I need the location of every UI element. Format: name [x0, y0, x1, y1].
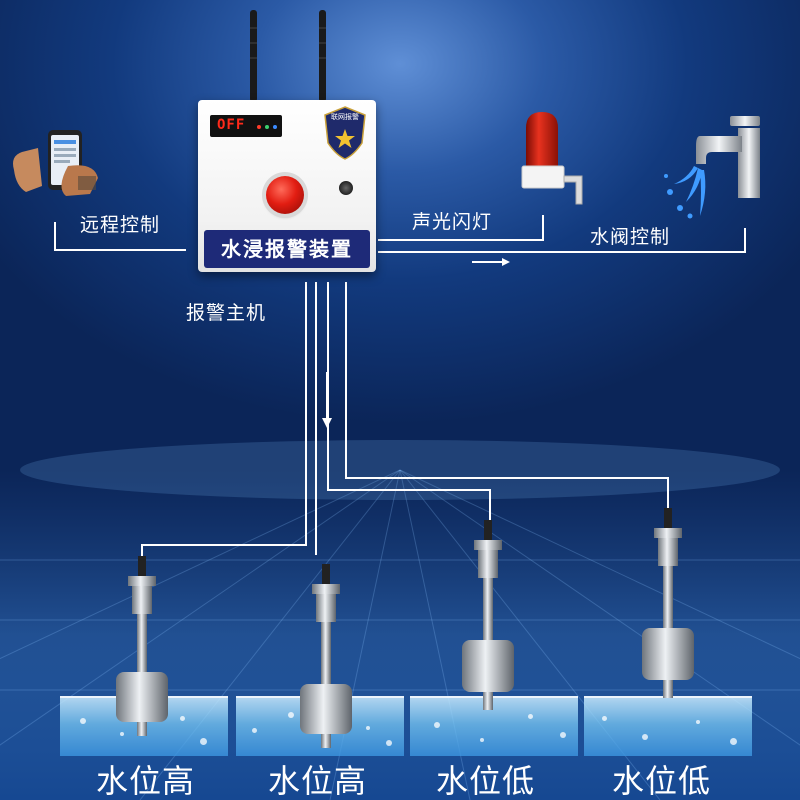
flow-arrow-right	[472, 258, 510, 266]
phone-icon	[13, 130, 98, 196]
sensor-label-1: 水位高	[96, 762, 196, 800]
wire-remote	[54, 222, 186, 251]
wire-beacon	[378, 215, 544, 241]
wire-valve	[378, 228, 746, 253]
flow-arrow-down	[322, 372, 332, 428]
badge-label: 联网报警	[331, 113, 359, 121]
label-beacon: 声光闪灯	[412, 211, 493, 233]
label-alarm-host: 报警主机	[186, 302, 267, 324]
float-switch-icon	[642, 508, 694, 698]
water-tank-3	[410, 696, 578, 756]
label-remote-control: 远程控制	[80, 214, 161, 236]
beacon-icon	[521, 112, 583, 205]
float-switch-icon	[462, 520, 514, 710]
display-text: OFF	[217, 117, 246, 133]
wire-sensor-4	[345, 282, 669, 512]
sensor-label-3: 水位低	[436, 762, 536, 800]
wire-sensor-1	[141, 282, 307, 560]
alarm-button[interactable]	[266, 176, 304, 214]
float-switch-icon	[300, 564, 352, 748]
sensor-label-2: 水位高	[268, 762, 368, 800]
police-badge-icon	[324, 106, 366, 160]
sensor-eye-icon	[339, 181, 353, 195]
status-leds	[257, 125, 277, 129]
host-title: 水浸报警装置	[204, 230, 370, 268]
antenna-icon	[250, 10, 326, 102]
sensor-label-4: 水位低	[612, 762, 712, 800]
label-valve-control: 水阀控制	[590, 226, 671, 248]
float-switch-icon	[116, 556, 168, 736]
status-display: OFF	[210, 115, 282, 137]
faucet-icon	[664, 116, 760, 219]
